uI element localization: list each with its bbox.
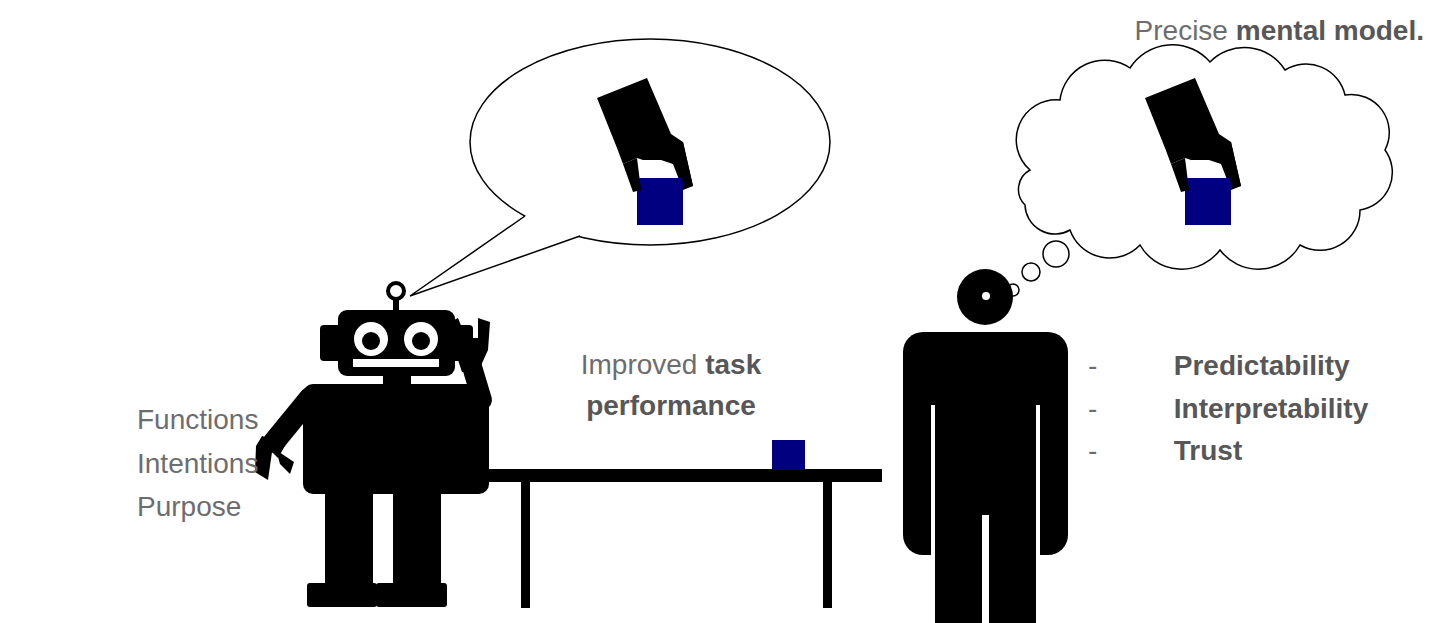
human-leg-gap — [982, 515, 989, 623]
text-label: - Trust — [1088, 430, 1242, 471]
label-word: - — [1088, 388, 1166, 429]
robot-eye — [354, 322, 388, 356]
human-arm-gap — [1036, 405, 1040, 555]
robot-leg — [393, 492, 441, 586]
thought-dot — [1022, 263, 1040, 281]
speech-bubble — [410, 39, 830, 296]
robot-pupil — [412, 332, 430, 350]
label-word: Intentions — [137, 448, 258, 479]
label-word: - — [1088, 345, 1166, 386]
human-leg — [989, 540, 1036, 623]
robot-figure — [255, 283, 490, 607]
human-head — [957, 269, 1013, 325]
robot-mouth — [352, 358, 440, 368]
text-label: - Interpretability — [1088, 388, 1368, 429]
label-word: Interpretability — [1174, 393, 1368, 424]
label-word: model. — [1334, 15, 1424, 46]
label-word: performance — [586, 390, 756, 421]
label-word: mental — [1236, 15, 1326, 46]
label-word: - — [1088, 430, 1166, 471]
text-label: - Predictability — [1088, 345, 1350, 386]
label-word: Trust — [1174, 435, 1242, 466]
table-leg — [521, 482, 530, 608]
robot-claw — [276, 450, 294, 474]
robot-foot — [376, 583, 447, 607]
label-word: Improved — [581, 349, 698, 380]
table-top — [470, 469, 882, 482]
text-label: Purpose — [137, 486, 241, 527]
thought-dot — [1043, 241, 1069, 267]
table — [470, 469, 882, 608]
robot-pupil — [362, 332, 380, 350]
speech-bubble-tail-fill — [410, 200, 580, 296]
robot-claw — [446, 318, 490, 372]
grasp-icon — [597, 78, 693, 225]
robot-antenna — [388, 283, 404, 299]
text-label: Functions — [137, 399, 258, 440]
label-word: Functions — [137, 404, 258, 435]
robot-body — [303, 384, 489, 494]
blue-cube — [772, 440, 805, 470]
table-leg — [823, 482, 832, 608]
human-eye — [982, 292, 990, 300]
thought-cloud — [1007, 45, 1392, 296]
label-word: Purpose — [137, 491, 241, 522]
robot-foot — [307, 583, 377, 607]
speech-bubble-tail — [410, 216, 580, 296]
text-label: Intentions — [137, 443, 258, 484]
label-word: task — [705, 349, 761, 380]
label-word: Predictability — [1174, 350, 1350, 381]
grasp-icon — [1145, 78, 1241, 225]
speech-bubble-outline — [470, 39, 830, 245]
thought-cloud-outline — [1016, 45, 1392, 269]
text-label: Improved task performance — [551, 344, 791, 426]
human-leg — [935, 540, 982, 623]
robot-leg — [325, 492, 373, 586]
human-arm-gap — [931, 405, 935, 555]
text-label: Precise mental model. — [1135, 10, 1424, 51]
robot-arm — [274, 398, 310, 442]
robot-eye — [404, 322, 438, 356]
human-figure — [903, 269, 1068, 623]
robot-head — [338, 310, 455, 376]
label-word: Precise — [1135, 15, 1228, 46]
